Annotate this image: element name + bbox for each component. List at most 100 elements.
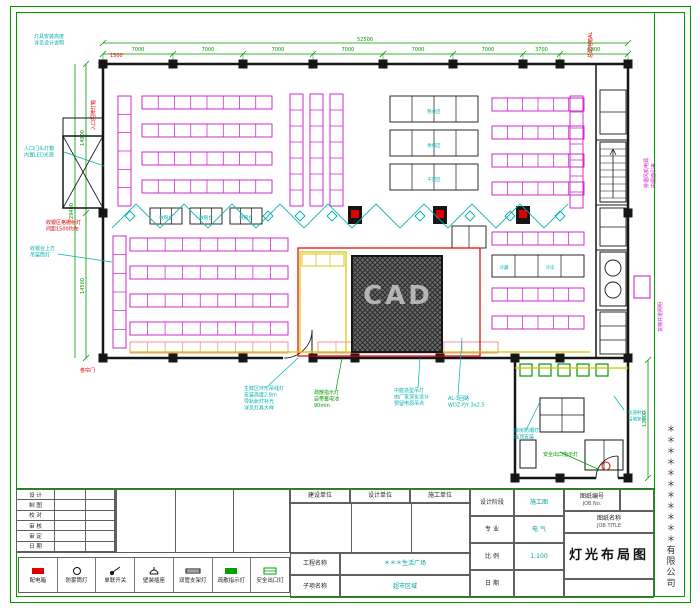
sign-row-date (86, 500, 115, 511)
legend: 配电箱 防雾筒灯 单联开关壁装插座 双管支架灯 疏散指示灯安全出口灯 (18, 557, 290, 593)
svg-text:沿墙安装: 沿墙安装 (628, 416, 646, 423)
svg-text:导轨射灯补光: 导轨射灯补光 (244, 398, 274, 405)
hatched-core (351, 255, 443, 353)
countersign-box (116, 489, 290, 553)
sign-row-signature (55, 490, 86, 501)
unit-stamp-area (290, 503, 470, 553)
divider (351, 504, 352, 552)
wiring (111, 203, 569, 229)
svg-text:安全出口指示灯: 安全出口指示灯 (543, 451, 578, 458)
sign-row: 校 对 (17, 510, 115, 521)
svg-text:1500: 1500 (110, 53, 123, 59)
job-title-label-cell: 图纸名称 JOB TITLE (564, 511, 654, 533)
date-value (514, 570, 564, 598)
switch-icon (110, 566, 121, 575)
svg-text:卷帘门: 卷帘门 (80, 367, 95, 374)
svg-text:库房防潮灯: 库房防潮灯 (514, 427, 539, 434)
major-value: 电 气 (514, 516, 564, 543)
legend-item: 单联开关 (96, 558, 136, 592)
svg-text:CAD: CAD (363, 281, 433, 311)
svg-text:烘焙区: 烘焙区 (427, 142, 441, 149)
svg-text:由厂家深化设计: 由厂家深化设计 (394, 394, 429, 401)
divider (411, 504, 412, 552)
downlight-icon (72, 566, 81, 575)
legend-item-label: 配电箱 (29, 577, 47, 584)
svg-text:详见灯具大样: 详见灯具大样 (244, 405, 274, 412)
sign-row-label: 设 计 (17, 490, 55, 501)
sign-row-label: 日 期 (17, 541, 55, 552)
svg-text:自带蓄电池: 自带蓄电池 (314, 396, 339, 403)
sign-row: 审 核 (17, 520, 115, 532)
svg-text:吊装筒灯: 吊装筒灯 (30, 252, 50, 259)
svg-text:收银台: 收银台 (159, 214, 173, 221)
exit-icon (225, 567, 238, 574)
sign-row-label: 校 对 (17, 510, 55, 521)
sub-name-value: 超市区域 (340, 575, 470, 598)
sign-row: 制 图 (17, 500, 115, 511)
legend-item-label: 防雾筒灯 (65, 577, 88, 584)
company-strip: ＊＊＊＊＊＊＊＊＊＊＊有限公司 (654, 12, 685, 597)
date-label: 日 期 (470, 570, 514, 598)
svg-text:7000: 7000 (202, 47, 215, 53)
stage-label: 设计阶段 (470, 489, 514, 516)
divider (233, 490, 234, 552)
legend-item-label: 双管支架灯 (178, 577, 207, 584)
svg-text:90min: 90min (314, 403, 330, 409)
sign-row-signature (55, 510, 86, 521)
sign-row-date (86, 490, 115, 501)
svg-text:AL-3回路: AL-3回路 (448, 395, 469, 402)
svg-text:总配电箱AL: 总配电箱AL (587, 32, 594, 58)
sign-row-signature (55, 541, 86, 552)
svg-text:29400: 29400 (69, 203, 75, 219)
note-cell (564, 579, 654, 598)
annotations: 灯具安装高度详见设计说明入口招牌灯箱入口门头灯箱内置LED光源收银区格栅射灯间距… (24, 32, 664, 471)
svg-text:7000: 7000 (412, 47, 425, 53)
svg-text:入口招牌灯箱: 入口招牌灯箱 (90, 100, 97, 130)
svg-text:安装高度2.8m: 安装高度2.8m (244, 392, 277, 399)
legend-item: 双管支架灯 (174, 558, 213, 592)
sign-row-date (86, 520, 115, 532)
sign-row: 设 计 (17, 490, 115, 501)
svg-text:冷藏: 冷藏 (500, 264, 509, 271)
svg-text:7000: 7000 (132, 47, 145, 53)
fixtures (149, 89, 651, 471)
project-name-label: 工程名称 (290, 553, 340, 575)
scale-value: 1:100 (514, 543, 564, 570)
svg-text:吸顶安装: 吸顶安装 (514, 434, 534, 441)
svg-text:WDZ-YJY 3x2.5: WDZ-YJY 3x2.5 (448, 403, 485, 409)
svg-text:干货区: 干货区 (427, 176, 441, 183)
scale-label: 比 例 (470, 543, 514, 570)
sign-row-label: 制 图 (17, 500, 55, 511)
legend-item: 安全出口灯 (251, 558, 289, 592)
socket-icon (149, 566, 159, 575)
legend-item-label: 壁装插座 (142, 577, 165, 584)
divider (175, 490, 176, 552)
sign-row: 审 定 (17, 531, 115, 542)
legend-item-label: 疏散指示灯 (217, 577, 246, 584)
svg-text:由屋面引来: 由屋面引来 (650, 163, 657, 188)
job-no-en: JOB No. (582, 500, 602, 507)
sign-row-label: 审 定 (17, 531, 55, 542)
svg-text:灯具安装高度: 灯具安装高度 (34, 33, 64, 40)
job-no-label-cell: 图纸编号 JOB No. (564, 489, 620, 511)
unit-header-construction: 建设单位 (290, 489, 350, 503)
svg-text:熟食区: 熟食区 (427, 108, 441, 115)
svg-text:12000: 12000 (642, 411, 648, 427)
svg-text:收银台: 收银台 (239, 214, 253, 221)
job-no-label: 图纸编号 (579, 493, 604, 501)
legend-item: 防雾筒灯 (58, 558, 97, 592)
unit-header-design: 设计单位 (350, 489, 410, 503)
signature-table: 设 计制 图校 对审 核审 定日 期 (16, 489, 116, 553)
sign-row-date (86, 531, 115, 542)
svg-text:轨道射灯: 轨道射灯 (628, 409, 646, 416)
sign-row-date (86, 510, 115, 521)
svg-text:详见设计说明: 详见设计说明 (34, 40, 64, 47)
tube-icon (185, 568, 201, 574)
job-title-label: 图纸名称 (596, 515, 621, 523)
svg-text:收银台上方: 收银台上方 (30, 245, 55, 252)
svg-text:14500: 14500 (80, 278, 86, 294)
title-block: 设 计制 图校 对审 核审 定日 期 配电箱防雾筒灯单联开关壁装插座双管支架灯疏… (16, 488, 654, 598)
